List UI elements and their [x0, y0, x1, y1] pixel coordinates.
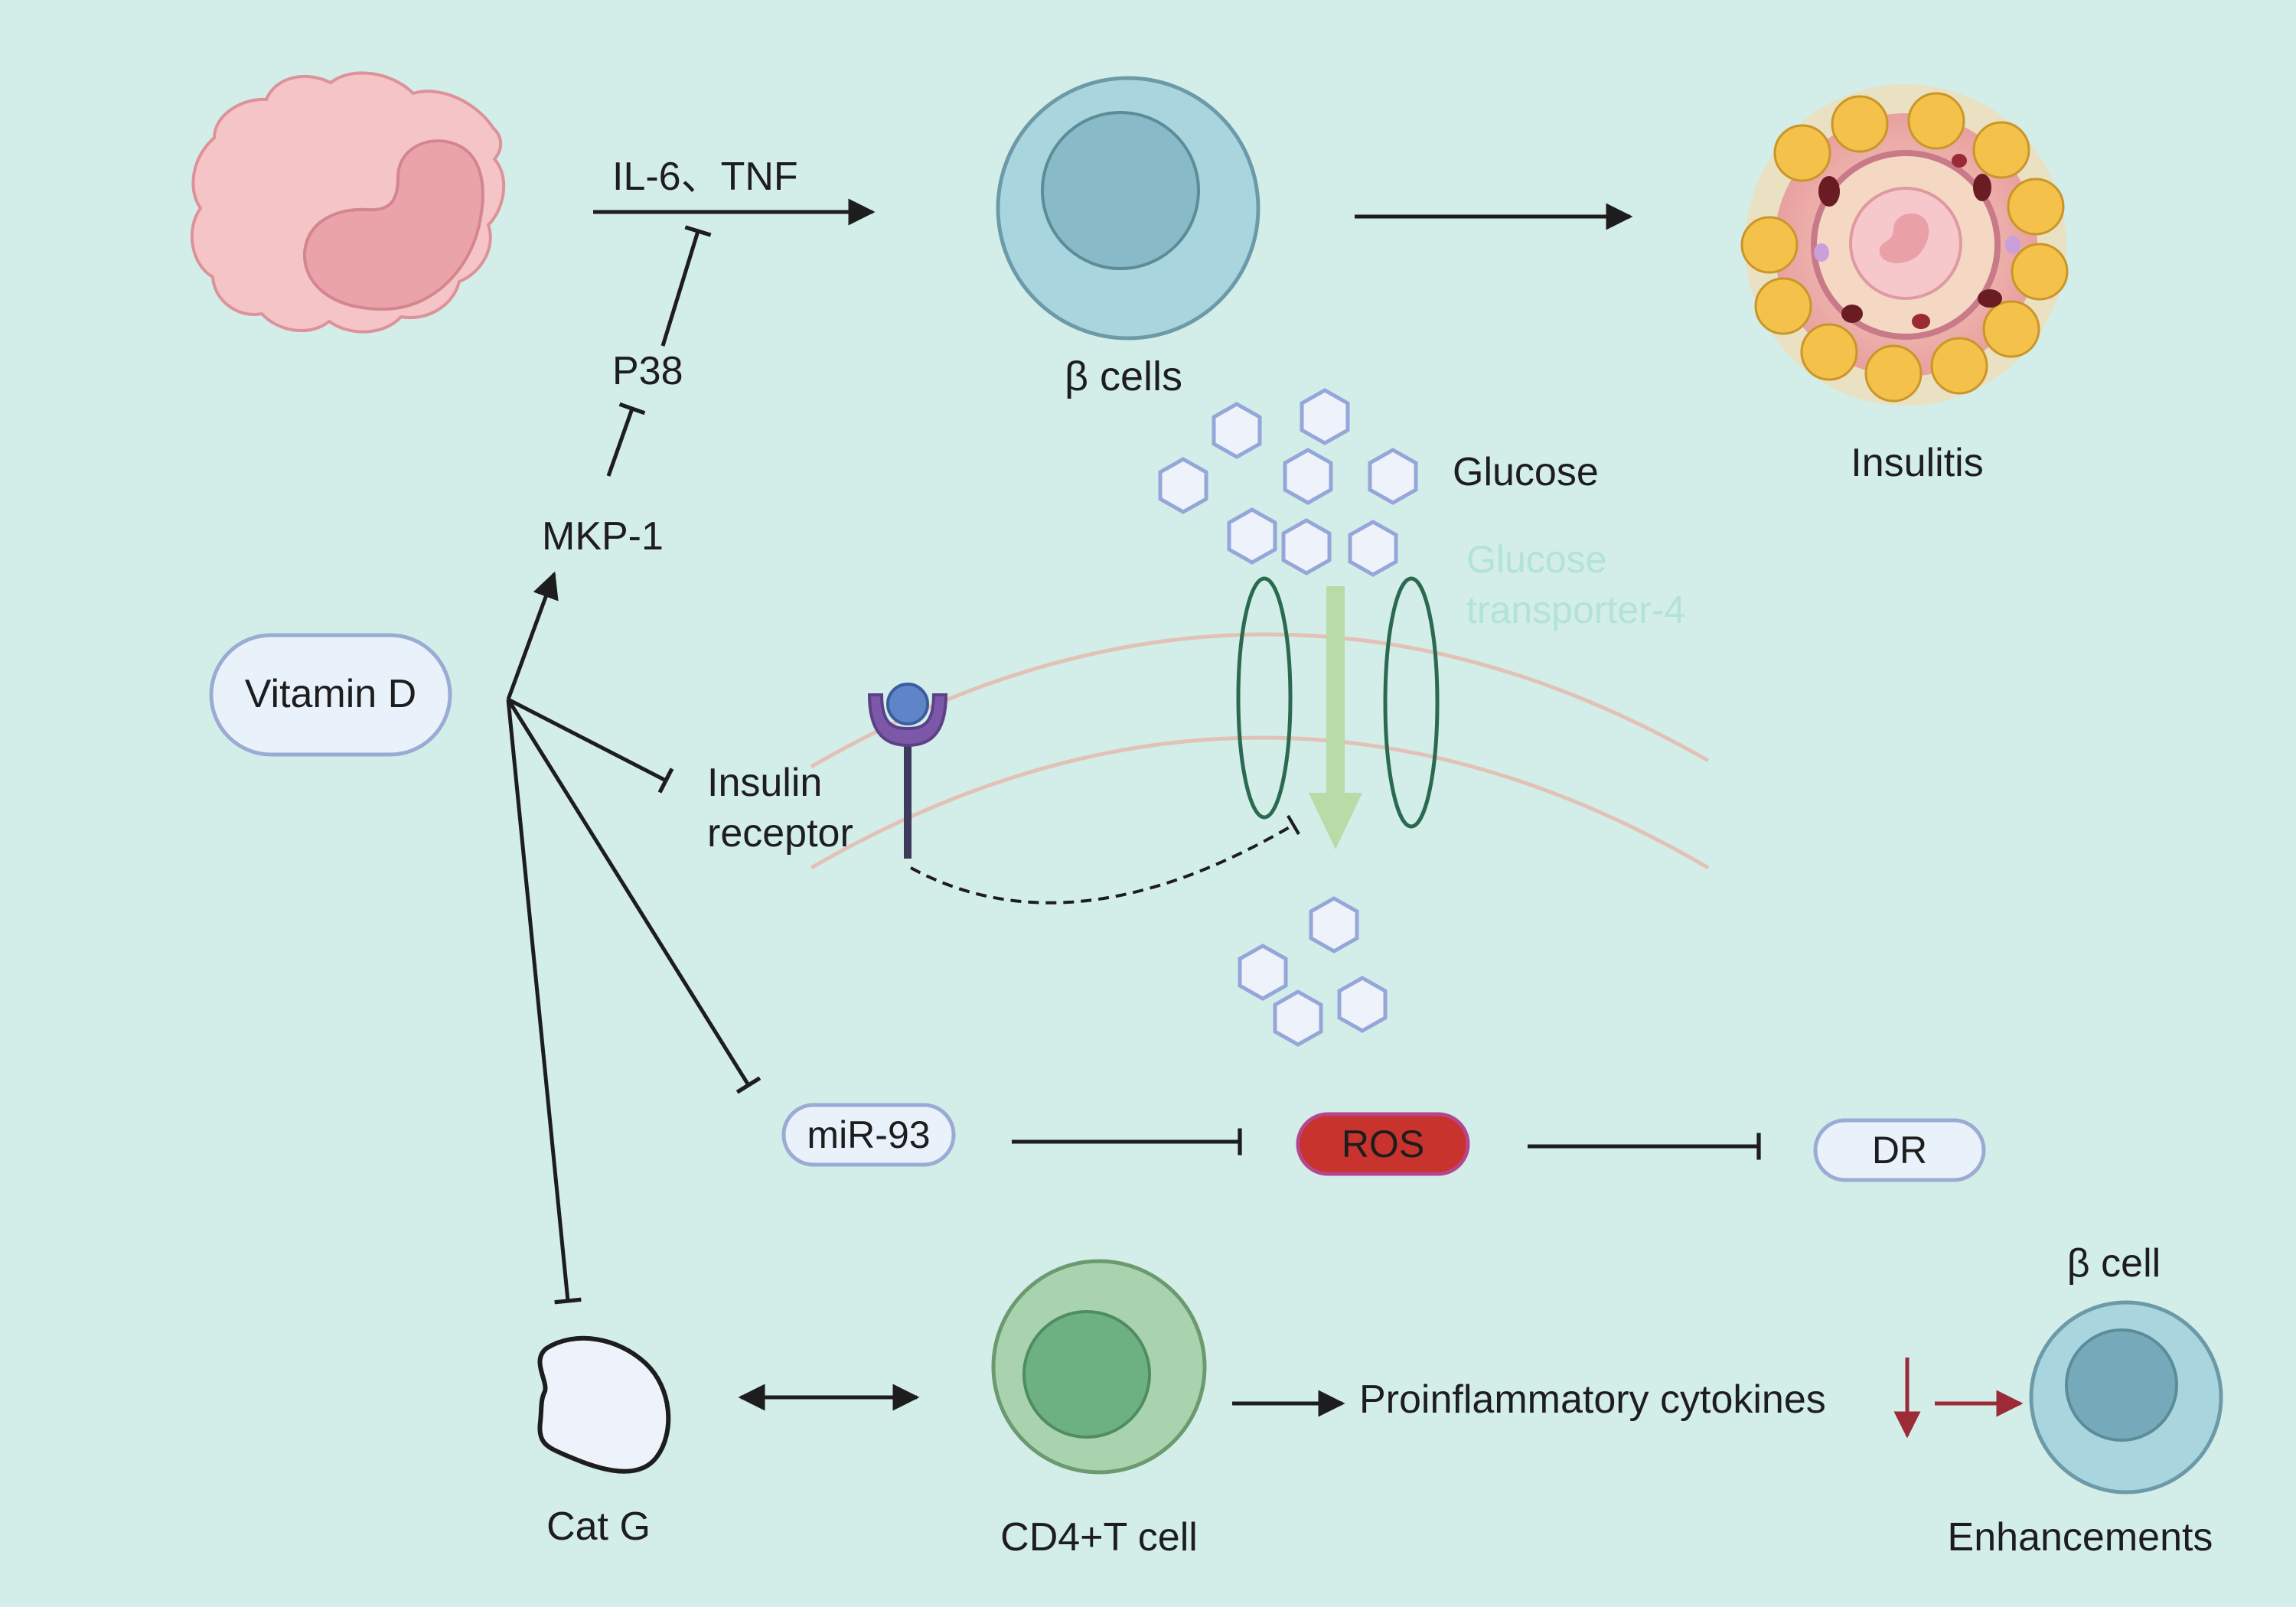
glucose-label: Glucose	[1453, 450, 1599, 494]
proinflammatory-cytokines-label: Proinflammatory cytokines	[1359, 1377, 1826, 1422]
ros-label: ROS	[1342, 1123, 1424, 1165]
mir93-label: miR-93	[807, 1113, 930, 1156]
dr-pill	[1813, 1118, 1986, 1182]
cat-g-label: Cat G	[546, 1504, 651, 1549]
vitamin-d-to-mkp1-arrow	[506, 571, 559, 700]
vitamin-d-inhibits-cat-g-line	[506, 699, 582, 1305]
monocyte-nucleus-icon	[302, 139, 484, 311]
insulin-receptor-icon	[867, 683, 948, 859]
beta-cell-label: β cell	[2067, 1241, 2161, 1286]
glucose-transporter-4-icon	[1236, 576, 1440, 829]
mir93-pill	[781, 1103, 956, 1167]
glut4-label-line2: transporter-4	[1466, 588, 1685, 631]
glut4-label-line1: Glucose	[1466, 538, 1606, 581]
insulin-receptor-label-line2: receptor	[707, 811, 853, 856]
p38-label: P38	[612, 349, 683, 393]
p38-inhibition-line	[660, 225, 712, 347]
intracellular-glucose-icons	[1238, 896, 1388, 1047]
cat-g-cell-icon	[537, 1335, 671, 1474]
ros-pill	[1296, 1112, 1470, 1176]
beta-cells-label: β cells	[1065, 354, 1182, 399]
glucose-flow-arrow-head	[1309, 793, 1362, 849]
insulin-receptor-to-glut4-dashed-line	[910, 814, 1300, 905]
cd4-t-cell-label: CD4+T cell	[1000, 1515, 1198, 1560]
cell-membrane-inner-line	[810, 735, 1710, 870]
il6-tnf-label: IL-6、TNF	[612, 155, 798, 199]
mkp1-inhibition-line	[606, 402, 646, 477]
beta-cell-icon	[2029, 1300, 2223, 1495]
insulitis-islet-icon	[1740, 84, 2069, 406]
insulitis-label: Insulitis	[1851, 441, 1983, 485]
vitamin-d-label: Vitamin D	[245, 672, 416, 716]
beta-cells-icon	[996, 76, 1261, 341]
insulin-receptor-label-line1: Insulin	[707, 761, 822, 805]
vitamin-d-inhibits-mir93-line	[506, 698, 762, 1094]
dr-label: DR	[1872, 1129, 1927, 1172]
vitamin-d-inhibits-insulin-receptor-line	[507, 697, 674, 794]
glucose-flow-arrow-shaft	[1326, 586, 1345, 794]
mkp1-label: MKP-1	[542, 514, 664, 559]
glucose-molecule-icons	[1158, 388, 1418, 577]
vitamin-d-pill	[209, 633, 452, 757]
cd4-t-cell-icon	[991, 1259, 1207, 1475]
enhancements-label: Enhancements	[1948, 1515, 2213, 1560]
